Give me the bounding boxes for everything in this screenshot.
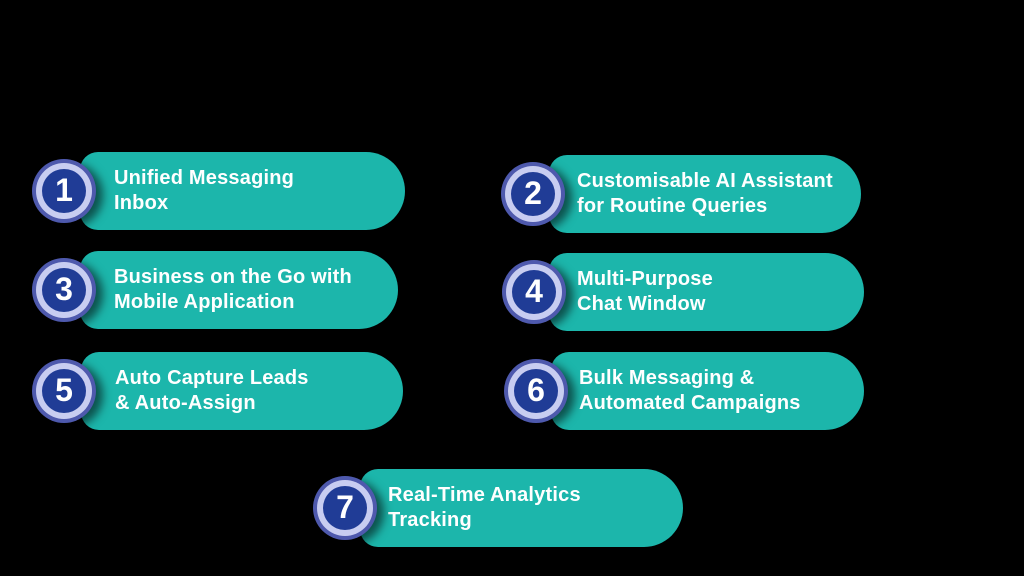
number-badge: 4 [502, 260, 566, 324]
feature-bar: Real-Time Analytics Tracking [360, 469, 683, 547]
feature-title-line1: Business on the Go with [114, 266, 352, 288]
feature-bar: Unified Messaging Inbox [80, 152, 405, 230]
number-badge: 3 [32, 258, 96, 322]
badge-ring: 1 [36, 163, 92, 219]
number-badge: 5 [32, 359, 96, 423]
feature-title-line2: Tracking [388, 509, 472, 531]
badge-ring: 4 [506, 264, 562, 320]
feature-title-line2: Automated Campaigns [579, 392, 801, 414]
badge-number: 1 [42, 169, 86, 213]
number-badge: 2 [501, 162, 565, 226]
badge-number: 7 [323, 486, 367, 530]
feature-bar: Business on the Go with Mobile Applicati… [80, 251, 398, 329]
badge-number: 6 [514, 369, 558, 413]
badge-number: 2 [511, 172, 555, 216]
number-badge: 7 [313, 476, 377, 540]
feature-bar: Bulk Messaging & Automated Campaigns [551, 352, 864, 430]
feature-title-line1: Multi-Purpose [577, 268, 713, 290]
number-badge: 6 [504, 359, 568, 423]
feature-bar: Customisable AI Assistant for Routine Qu… [549, 155, 861, 233]
badge-number: 3 [42, 268, 86, 312]
feature-title-line2: Chat Window [577, 293, 706, 315]
feature-bar: Multi-Purpose Chat Window [549, 253, 864, 331]
badge-ring: 7 [317, 480, 373, 536]
feature-title-line1: Auto Capture Leads [115, 367, 309, 389]
badge-number: 5 [42, 369, 86, 413]
feature-title-line1: Customisable AI Assistant [577, 170, 833, 192]
feature-title-line1: Bulk Messaging & [579, 367, 755, 389]
badge-ring: 5 [36, 363, 92, 419]
feature-title-line2: & Auto-Assign [115, 392, 256, 414]
badge-ring: 2 [505, 166, 561, 222]
feature-title-line2: Inbox [114, 192, 169, 214]
badge-ring: 3 [36, 262, 92, 318]
badge-ring: 6 [508, 363, 564, 419]
number-badge: 1 [32, 159, 96, 223]
feature-title-line1: Unified Messaging [114, 167, 295, 189]
feature-bar: Auto Capture Leads & Auto-Assign [81, 352, 403, 430]
feature-title-line2: Mobile Application [114, 291, 295, 313]
feature-title-line1: Real-Time Analytics [388, 484, 581, 506]
feature-title-line2: for Routine Queries [577, 195, 768, 217]
badge-number: 4 [512, 270, 556, 314]
